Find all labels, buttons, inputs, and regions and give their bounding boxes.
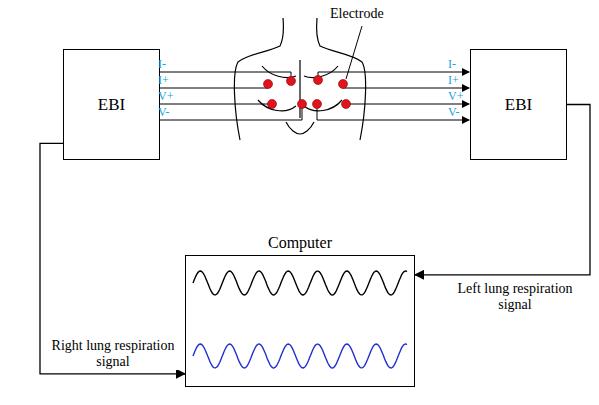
part-label: Electrode	[330, 6, 384, 22]
signal-name: V+	[448, 90, 463, 103]
waveform	[193, 344, 407, 368]
electrode-dot	[342, 100, 351, 109]
electrode-wire	[346, 104, 469, 105]
signal-name: I-	[448, 58, 456, 71]
torso-outline	[317, 18, 366, 140]
electrode-dot	[268, 100, 277, 109]
electrode-wire	[151, 104, 272, 105]
waveform	[193, 271, 407, 295]
edge-label: Left lung respiration signal	[440, 281, 590, 313]
node-text: Computer	[186, 234, 414, 252]
electrode-dot	[287, 77, 296, 86]
electrode-dot	[298, 100, 307, 109]
computer-box: Computer	[185, 255, 415, 387]
torso-outline	[234, 18, 283, 140]
electrode-wire	[151, 104, 302, 120]
electrode-dot	[313, 100, 322, 109]
edge-label: Right lung respiration signal	[44, 338, 182, 370]
ebi-box: EBI	[63, 49, 160, 160]
electrode-dot	[314, 76, 323, 85]
ebi-box: EBI	[470, 49, 567, 160]
signal-name: V-	[158, 106, 170, 119]
signal-name: I-	[158, 58, 166, 71]
signal-name: V+	[158, 90, 173, 103]
electrode-wire	[318, 72, 469, 80]
signal-name: V-	[448, 106, 460, 119]
signal-connector	[40, 143, 185, 373]
electrode-wire	[317, 104, 469, 120]
node-text: EBI	[64, 95, 159, 115]
node-text: EBI	[471, 95, 566, 115]
chest-line	[258, 100, 296, 111]
chest-line	[304, 100, 342, 111]
signal-name: I+	[448, 74, 459, 87]
electrode-dot	[339, 80, 348, 89]
signal-name: I+	[158, 74, 169, 87]
abdomen-line	[286, 122, 314, 134]
sternum-line	[299, 60, 300, 118]
leader-line	[346, 26, 362, 79]
electrode-dot	[264, 80, 273, 89]
